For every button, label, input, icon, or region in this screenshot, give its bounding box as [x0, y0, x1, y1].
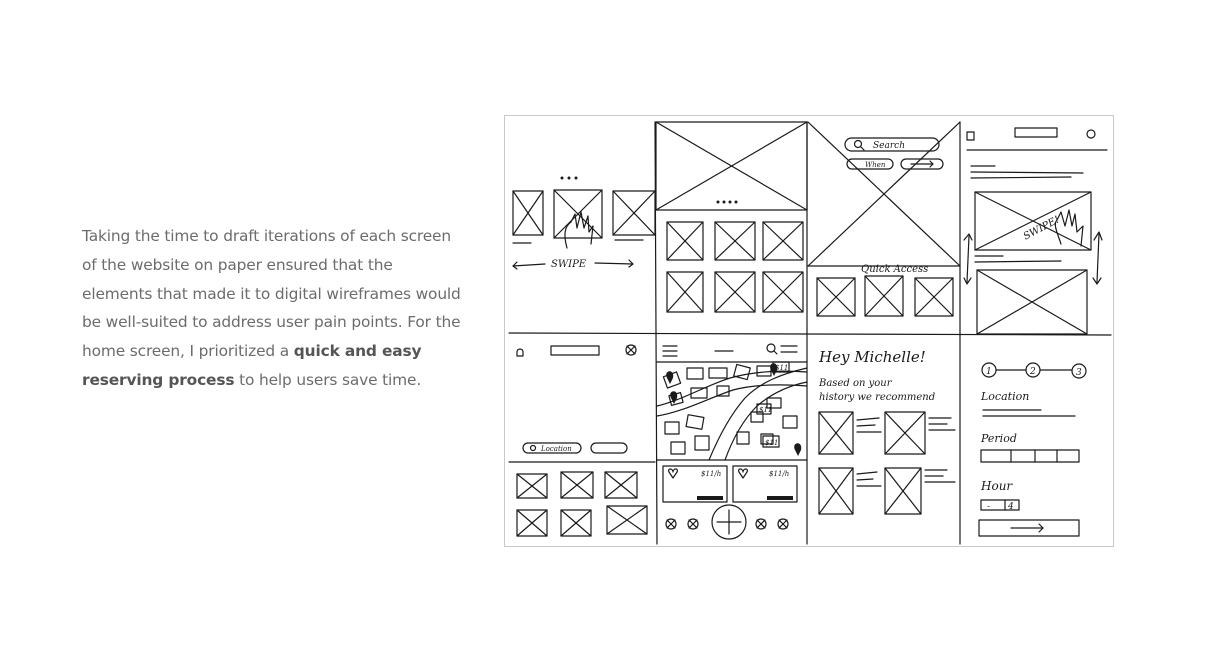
card-price-1: $11/h: [701, 470, 721, 478]
based-on-text: Based on your: [818, 378, 893, 389]
hour-label: Hour: [980, 479, 1013, 493]
stepper-value: 4: [1007, 502, 1014, 512]
swipe-label: SWIPE: [551, 259, 587, 270]
panel-carousel: SWIPE: [512, 176, 656, 270]
greeting-text: Hey Michelle!: [818, 348, 926, 366]
intro-text-end: to help users save time.: [234, 370, 422, 389]
intro-text-start: Taking the time to draft iterations of e…: [82, 227, 461, 361]
search-label: Search: [873, 141, 905, 151]
step-1: 1: [986, 367, 992, 377]
wireframe-drawing: SWIPE Search When: [508, 121, 1112, 545]
when-label: When: [865, 161, 886, 169]
grid-lines: [508, 121, 1112, 545]
map-price-1: $11: [759, 406, 772, 414]
location-label: Location: [980, 390, 1029, 403]
intro-text-bold: quick and easy reserving process: [82, 342, 422, 389]
quick-access-label: Quick Access: [861, 264, 928, 275]
stepper-minus: -: [987, 502, 990, 512]
location-pill-label: Location: [540, 445, 572, 453]
panel-recommendations: Hey Michelle! Based on your history we r…: [818, 348, 956, 515]
intro-paragraph: Taking the time to draft iterations of e…: [82, 222, 462, 395]
panel-map: $11 $11 $11 $11/h $11/h: [656, 343, 808, 540]
panel-location-grid: Location: [508, 344, 656, 537]
map-price-3: $11: [775, 364, 788, 372]
step-3: 3: [1076, 368, 1082, 378]
paper-wireframe-sketches: SWIPE Search When: [504, 115, 1114, 547]
step-2: 2: [1029, 367, 1036, 377]
panel-reservation-form: 1 2 3 Location Period Hour - 4: [978, 362, 1087, 537]
map-price-2: $11: [765, 439, 778, 447]
history-text: history we recommend: [819, 392, 935, 403]
panel-swipe-list: SWIPE!: [963, 127, 1108, 335]
period-label: Period: [980, 432, 1017, 445]
panel-search-quick-access: Search When Quick Access: [807, 121, 961, 317]
panel-hero-grid: [655, 121, 808, 313]
card-price-2: $11/h: [769, 470, 789, 478]
